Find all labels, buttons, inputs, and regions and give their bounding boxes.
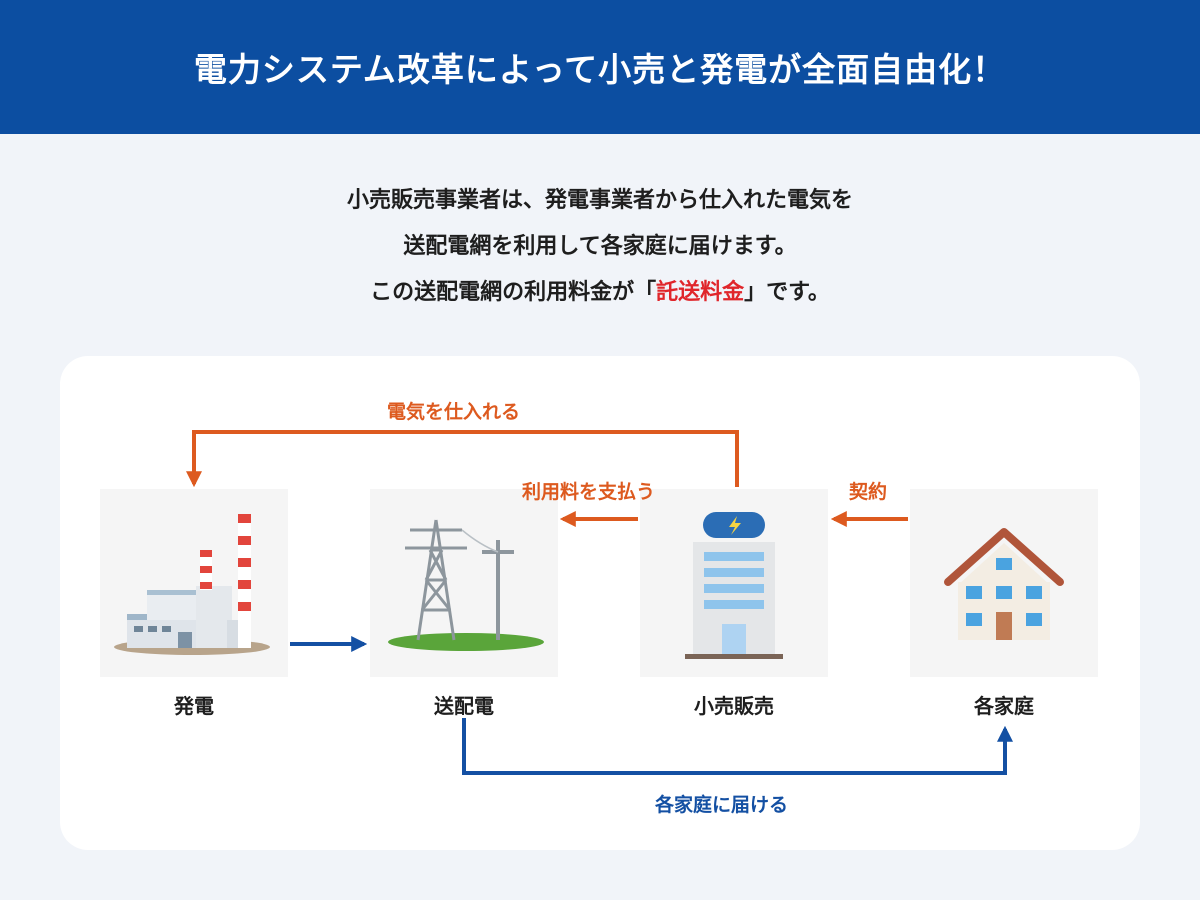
flow-label-delivery: 各家庭に届ける [655,794,789,816]
node-label-household: 各家庭 [974,694,1034,718]
flow-label-payment: 利用料を支払う [522,481,656,503]
header-banner: 電力システム改革によって小売と発電が全面自由化！ [0,0,1200,134]
intro-line-3: この送配電網の利用料金が「託送料金」です。 [0,270,1200,316]
flow-label-contract: 契約 [849,481,888,503]
intro-text: 小売販売事業者は、発電事業者から仕入れた電気を 送配電網を利用して各家庭に届けま… [0,178,1200,316]
node-label-retail: 小売販売 [694,694,774,718]
highlight-term: 託送料金 [656,280,745,305]
flow-label-purchase: 電気を仕入れる [387,401,521,423]
intro-line-1: 小売販売事業者は、発電事業者から仕入れた電気を [346,188,853,213]
intro-line-2: 送配電網を利用して各家庭に届けます。 [403,234,797,259]
node-label-transmission: 送配電 [434,694,494,718]
delivery-arrow [462,718,1013,775]
purchase-arrow [186,430,739,488]
intro-line-3-prefix: この送配電網の利用料金が「 [370,280,657,305]
transmission-tower-icon [388,519,544,651]
page-title: 電力システム改革によって小売と発電が全面自由化！ [193,50,1007,89]
house-icon [944,528,1064,640]
intro-line-3-suffix: 」です。 [744,280,830,305]
power-plant-icon [114,514,270,655]
node-label-generation: 発電 [174,694,214,718]
retail-building-icon [685,512,783,659]
